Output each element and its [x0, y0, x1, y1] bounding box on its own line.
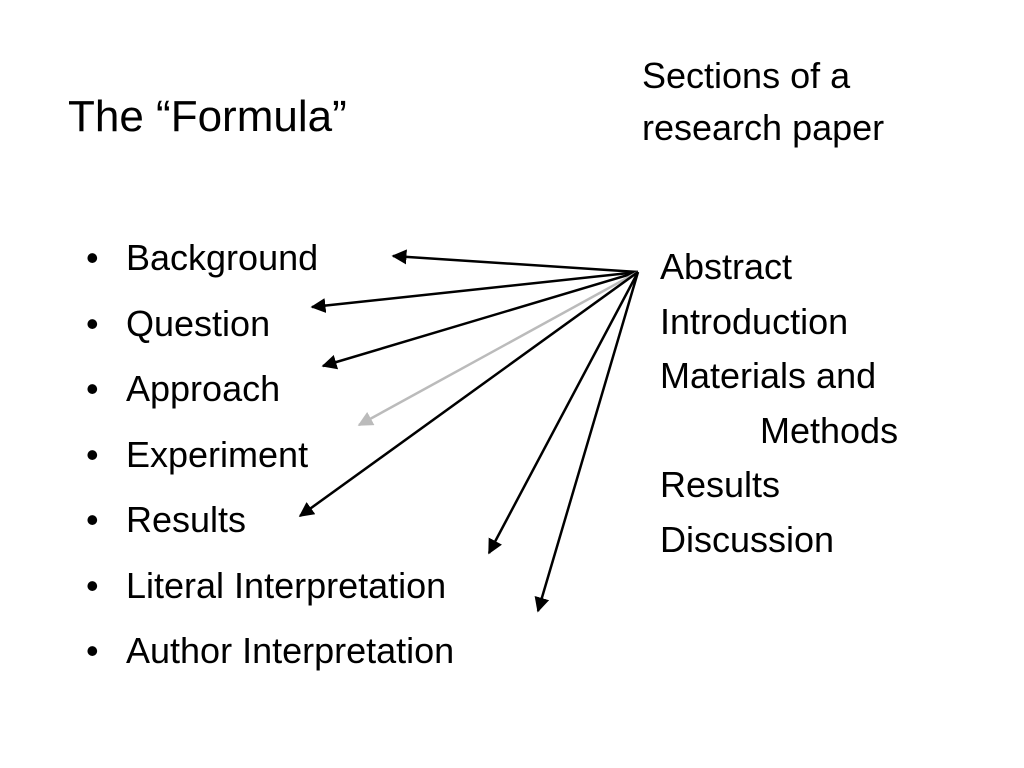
formula-item-author-interpretation: • Author Interpretation — [86, 618, 454, 684]
bullet-icon: • — [86, 564, 99, 606]
section-introduction: Introduction — [660, 300, 849, 342]
formula-item-label: Author Interpretation — [126, 630, 455, 671]
section-results: Results — [660, 464, 781, 505]
side-heading-line-2: research paper — [642, 107, 885, 148]
formula-item-question: • Question — [86, 291, 454, 357]
slide-title: The “Formula” — [68, 92, 347, 141]
paper-section-list: Abstract Introduction Materials and Meth… — [660, 240, 898, 567]
formula-item-label: Approach — [126, 368, 281, 409]
formula-item-results: • Results — [86, 487, 454, 553]
bullet-icon: • — [86, 237, 99, 278]
side-heading-line-1: Sections of a — [642, 55, 851, 96]
section-abstract: Abstract — [660, 246, 793, 287]
formula-item-label: Results — [126, 499, 247, 540]
formula-item-label: Experiment — [126, 433, 309, 475]
formula-list: • Background • Question • Approach • Experim… — [86, 225, 454, 684]
formula-item-experiment: • Experiment — [86, 422, 454, 488]
formula-item-label: Background — [126, 237, 319, 278]
formula-item-literal-interpretation: • Literal Interpretation — [86, 553, 454, 619]
section-materials-and: Materials and — [660, 355, 877, 396]
section-discussion: Discussion — [660, 518, 835, 560]
formula-item-background: • Background — [86, 225, 454, 291]
arrow-to-author-interpretation — [534, 271, 640, 613]
bullet-icon: • — [86, 630, 99, 671]
formula-item-approach: • Approach — [86, 356, 454, 422]
arrow-to-literal-interpretation — [487, 271, 640, 555]
bullet-icon: • — [86, 302, 99, 344]
bullet-icon: • — [86, 499, 99, 540]
bullet-icon: • — [86, 368, 99, 409]
section-methods: Methods — [760, 409, 899, 451]
side-heading: Sections of a research paper — [642, 50, 884, 154]
formula-item-label: Literal Interpretation — [126, 564, 447, 606]
bullet-icon: • — [86, 433, 99, 475]
formula-item-label: Question — [126, 302, 271, 344]
